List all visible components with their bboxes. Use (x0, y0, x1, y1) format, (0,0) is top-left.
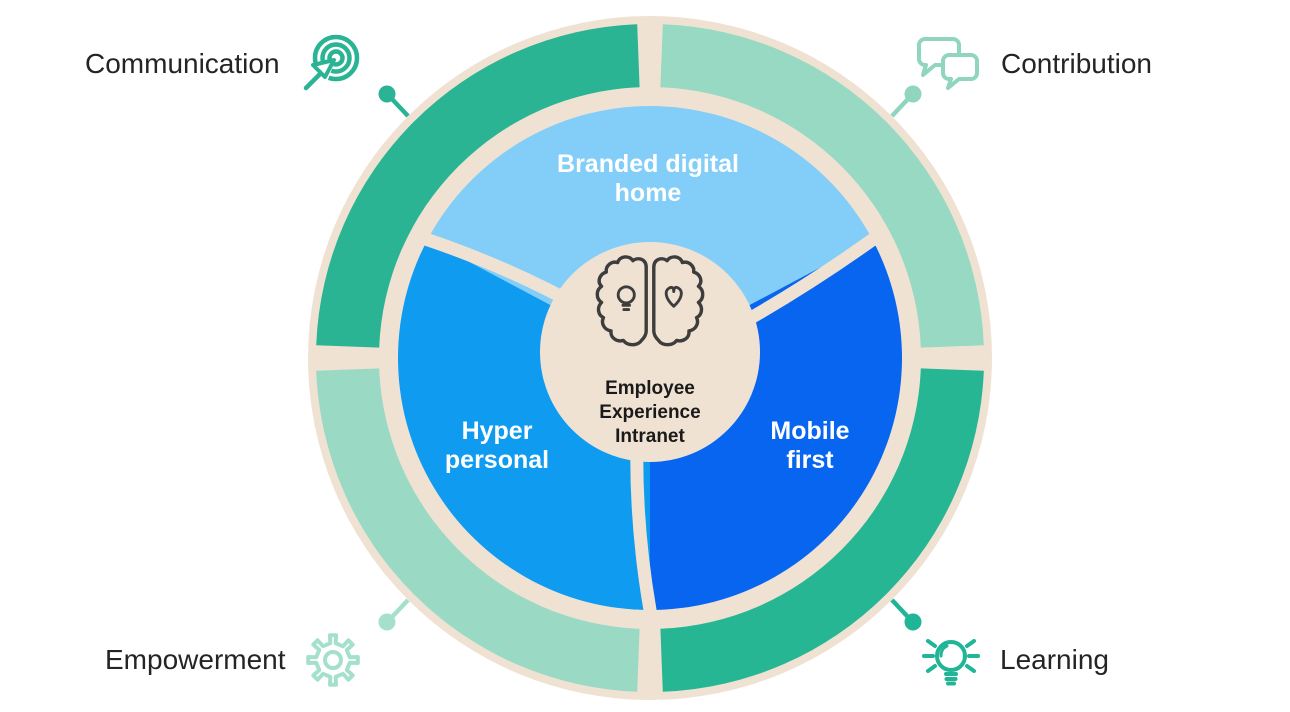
outer-ring-segment-top-right (660, 24, 984, 348)
brain-right-hemisphere (652, 255, 705, 347)
connector-dot (378, 85, 396, 103)
outer-ring-segment-top-left (316, 24, 640, 348)
callout-communication: Communication (85, 33, 360, 96)
pie-wedge-branded-digital-home (427, 106, 873, 359)
outer-ring-segment-bottom-left (316, 368, 640, 692)
center-hub-label: Employee Experience Intranet (599, 378, 701, 447)
wedge-label-hyper-personal: Hyper personal (444, 417, 550, 474)
wedge-label-mobile-first: Mobile first (770, 417, 850, 474)
callout-label-communication: Communication (85, 48, 280, 79)
callout-empowerment: Empowerment (105, 629, 362, 691)
connector-communication (378, 85, 410, 118)
callout-label-empowerment: Empowerment (105, 644, 286, 675)
lightbulb-in-brain-icon (616, 285, 636, 312)
callout-label-contribution: Contribution (1001, 48, 1152, 79)
lightbulb-icon (922, 639, 980, 686)
wedge-label-branded-digital-home: Branded digital home (557, 150, 739, 207)
callout-label-learning: Learning (1000, 644, 1109, 675)
center-hub-circle (540, 242, 760, 462)
outer-ring-segment-bottom-right (660, 368, 984, 692)
callout-learning: Learning (920, 626, 1109, 694)
connector-contribution (890, 85, 922, 118)
connector-empowerment (378, 598, 410, 631)
gear-icon (305, 633, 360, 687)
connector-learning (890, 598, 922, 631)
target-arrow-icon (297, 34, 359, 96)
brain-icon (595, 255, 705, 347)
connector-dot (904, 85, 922, 103)
callout-contribution: Contribution (913, 33, 1152, 95)
connector-dot (378, 613, 396, 631)
connector-dot (904, 613, 922, 631)
brain-left-hemisphere (595, 255, 648, 347)
chat-bubbles-icon (917, 37, 979, 90)
heart-in-brain-icon (664, 285, 683, 308)
